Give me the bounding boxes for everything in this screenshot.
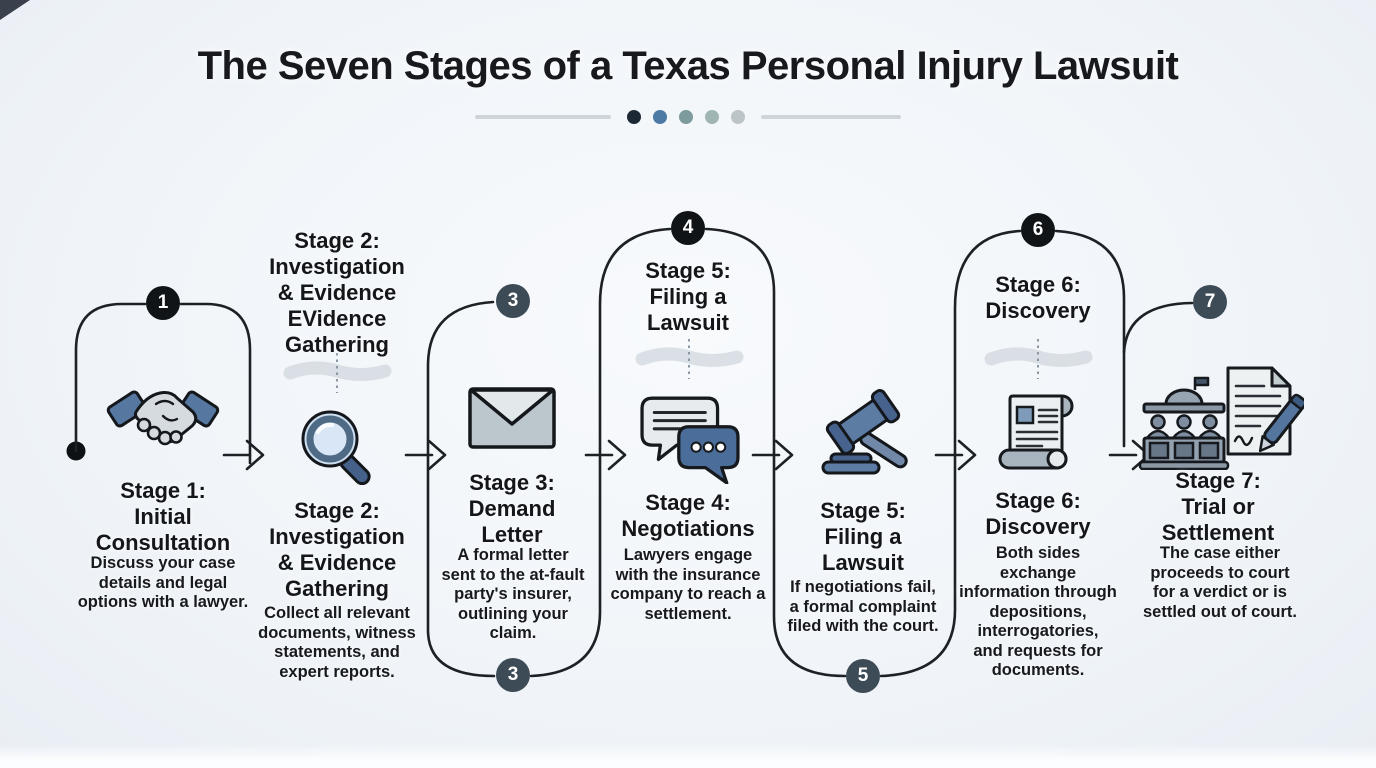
stage6-description: Both sides exchange information through … bbox=[959, 544, 1117, 679]
arrow-stage3-to-stage4 bbox=[584, 439, 627, 471]
scroll-icon bbox=[998, 394, 1074, 470]
stage7-description: The case either proceeds to court for a … bbox=[1143, 544, 1297, 621]
stage6-top-heading: Stage 6: Discovery bbox=[985, 272, 1091, 323]
stage4-heading: Stage 4: Negotiations bbox=[621, 490, 755, 541]
bottom-fade bbox=[0, 744, 1376, 768]
gavel-icon bbox=[821, 389, 908, 475]
stage3-number-badge-bottom: 3 bbox=[496, 658, 530, 692]
stage4-number-badge: 4 bbox=[671, 211, 705, 245]
arrow-stage5-to-stage6 bbox=[934, 439, 977, 471]
divider-dot bbox=[653, 110, 667, 124]
divider-dot bbox=[679, 110, 693, 124]
stage7-heading: Stage 7: Trial or Settlement bbox=[1161, 468, 1275, 545]
divider-line-left bbox=[475, 115, 611, 119]
page-title: The Seven Stages of a Texas Personal Inj… bbox=[197, 44, 1179, 88]
arrow-stage4-to-stage5 bbox=[751, 439, 794, 471]
envelope-icon bbox=[468, 387, 556, 449]
stage5-description: If negotiations fail, a formal complaint… bbox=[787, 578, 939, 635]
divider-dots bbox=[627, 110, 745, 124]
handshake-icon bbox=[106, 390, 220, 446]
stage3-description: A formal letter sent to the at-fault par… bbox=[441, 546, 585, 642]
stage3-number-badge-top: 3 bbox=[496, 284, 530, 318]
divider-dot bbox=[705, 110, 719, 124]
divider-dot bbox=[731, 110, 745, 124]
arrow-stage2-to-stage3 bbox=[404, 439, 447, 471]
stage2-top-heading: Stage 2: Investigation & Evidence EViden… bbox=[269, 228, 405, 357]
stage3-heading: Stage 3: Demand Letter bbox=[468, 470, 556, 547]
ghost-ribbon-stage2 bbox=[283, 353, 392, 393]
chat-bubbles-icon bbox=[640, 396, 740, 484]
magnifying-glass-icon bbox=[301, 410, 371, 486]
stage1-number-badge: 1 bbox=[146, 286, 180, 320]
title-divider bbox=[475, 110, 901, 124]
stage4-top-heading: Stage 5: Filing a Lawsuit bbox=[645, 258, 731, 335]
jury-box-icon bbox=[1138, 376, 1230, 470]
stage6-number-badge: 6 bbox=[1021, 213, 1055, 247]
divider-line-right bbox=[761, 115, 901, 119]
stage2-heading: Stage 2: Investigation & Evidence Gather… bbox=[269, 498, 405, 601]
stage6-heading: Stage 6: Discovery bbox=[985, 488, 1091, 539]
stage5-heading: Stage 5: Filing a Lawsuit bbox=[820, 498, 906, 575]
arrow-stage1-to-stage2 bbox=[222, 439, 265, 471]
stage1-heading: Stage 1: Initial Consultation bbox=[95, 478, 231, 555]
ghost-ribbon-stage6 bbox=[984, 339, 1093, 379]
pen-icon bbox=[1258, 393, 1304, 453]
stage5-number-badge-bottom: 5 bbox=[846, 659, 880, 693]
stage7-number-badge: 7 bbox=[1193, 285, 1227, 319]
divider-dot bbox=[627, 110, 641, 124]
stage1-description: Discuss your case details and legal opti… bbox=[77, 554, 249, 611]
stage2-description: Collect all relevant documents, witness … bbox=[258, 604, 416, 681]
signed-document-icon bbox=[1226, 366, 1304, 456]
stage4-description: Lawyers engage with the insurance compan… bbox=[610, 546, 766, 623]
ghost-ribbon-stage4 bbox=[635, 339, 744, 379]
